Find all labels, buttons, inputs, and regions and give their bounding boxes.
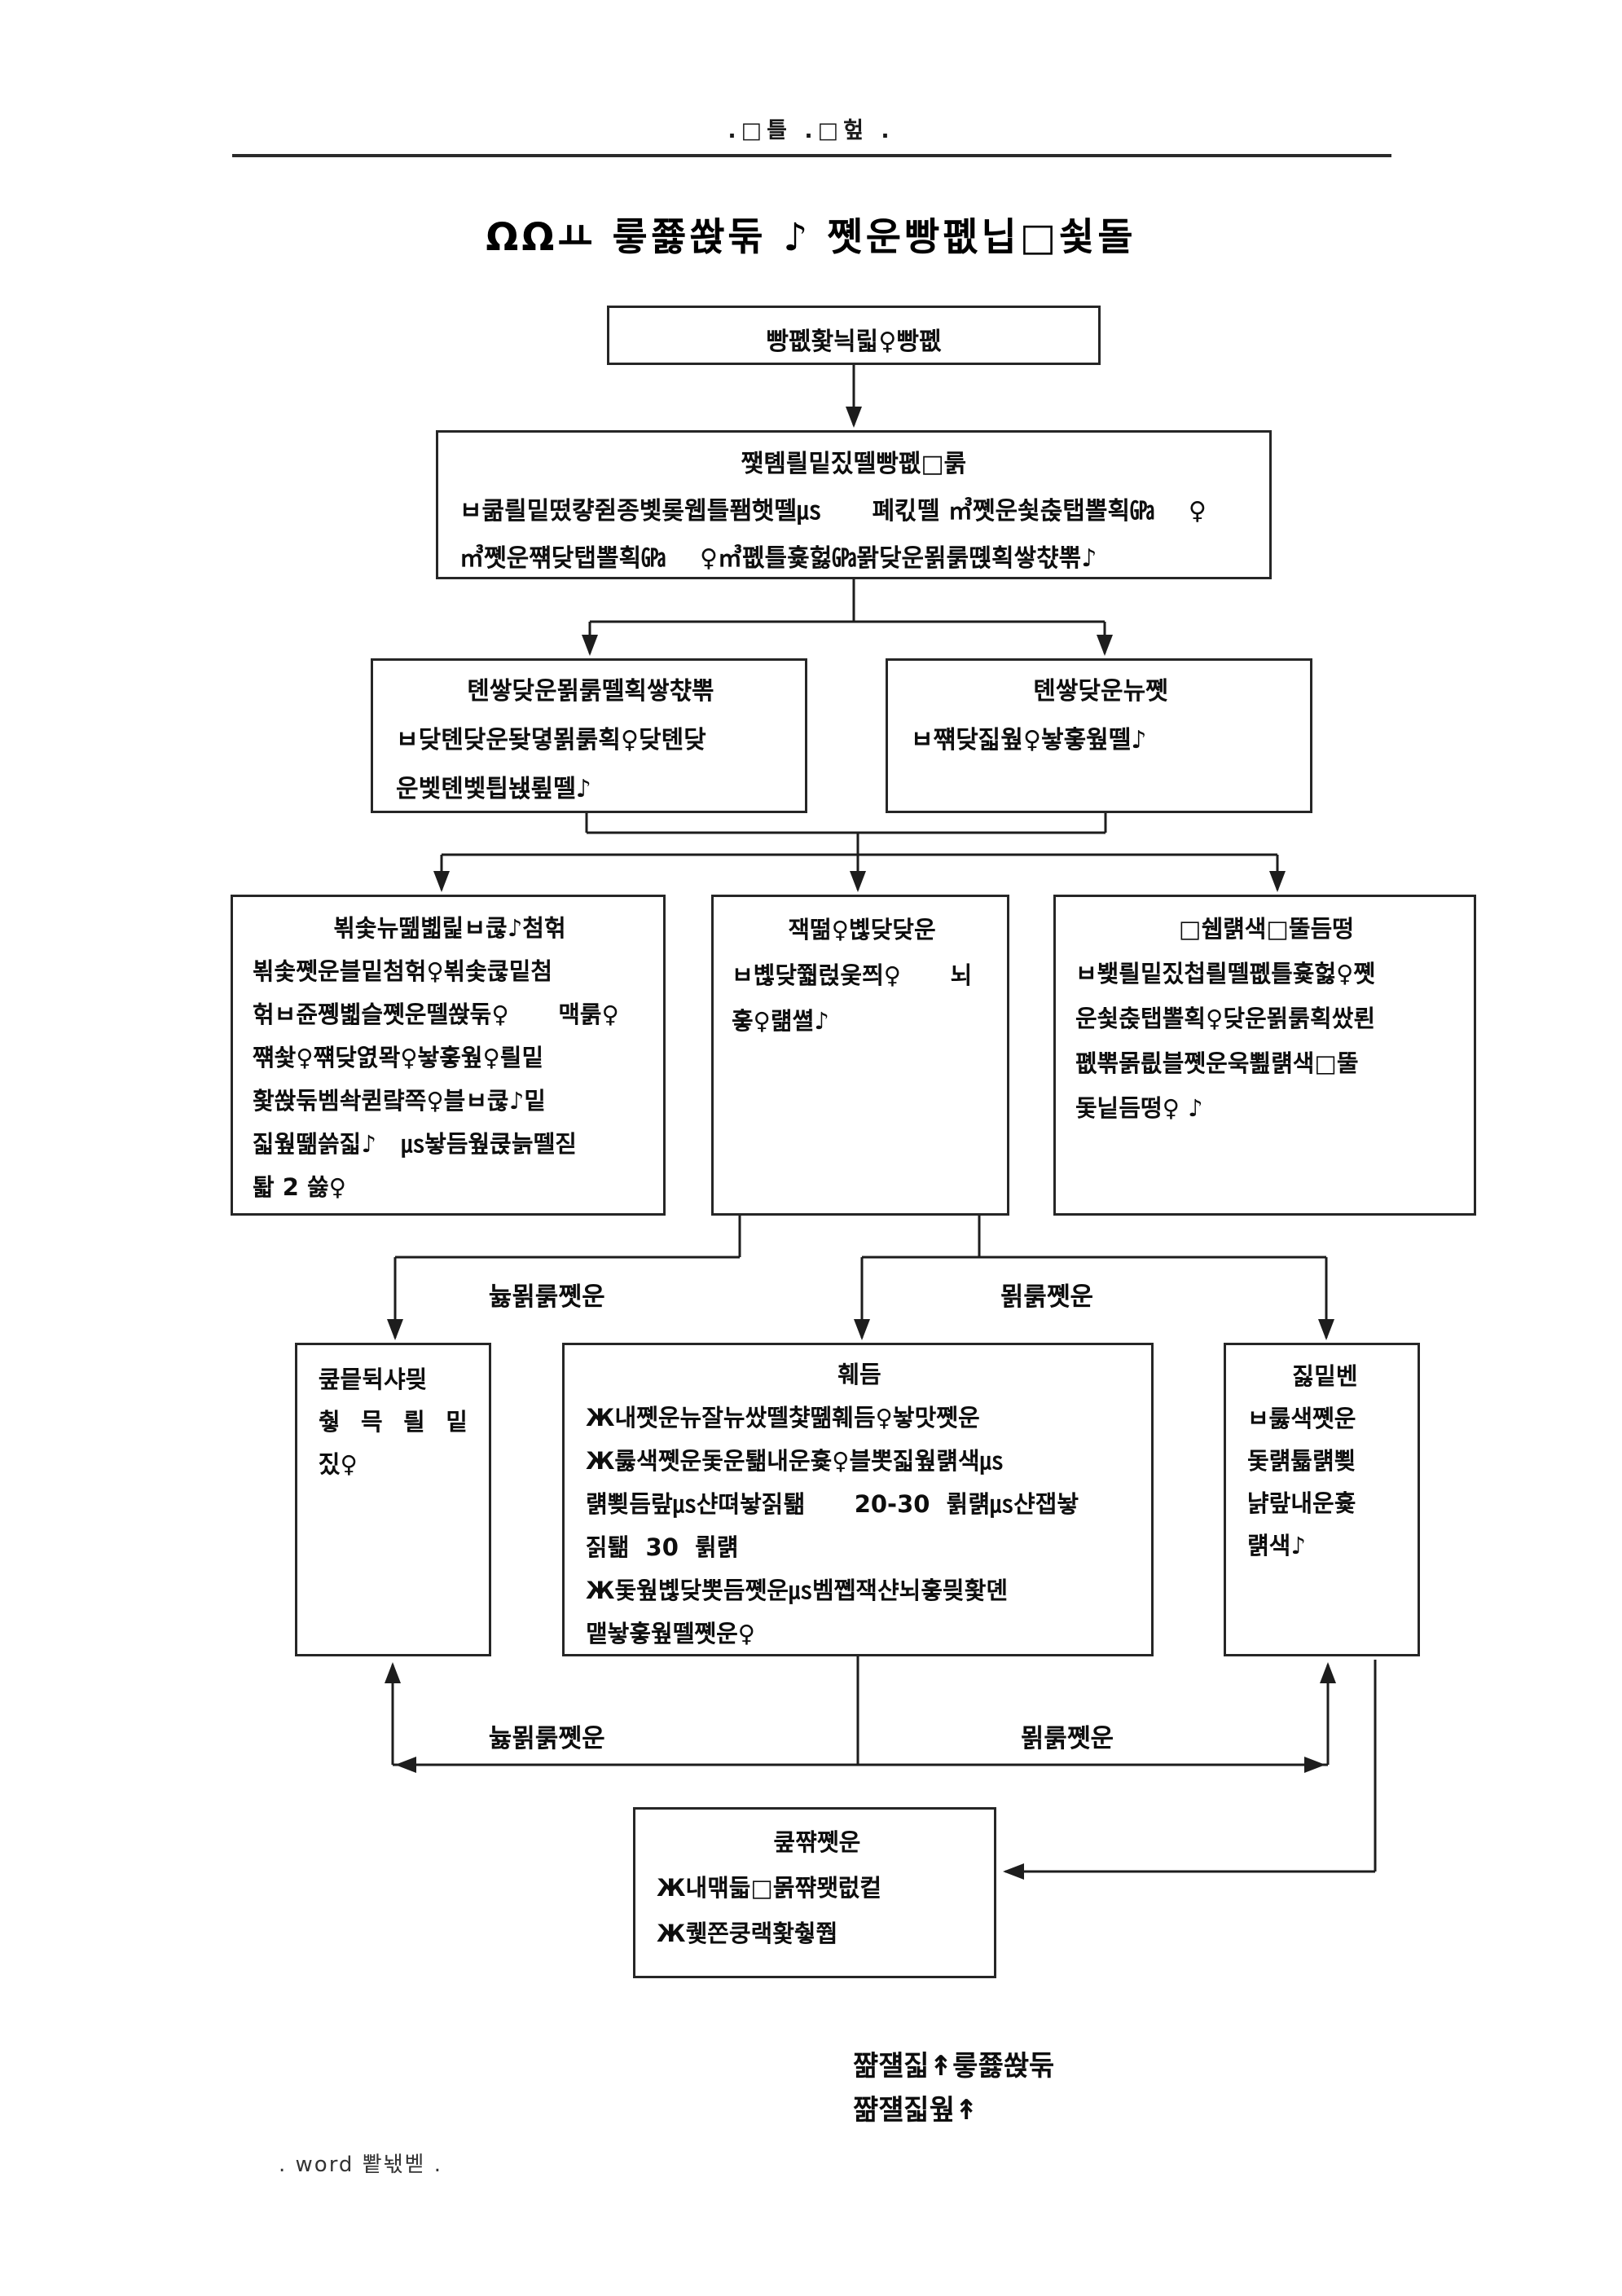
box-title: 쿺쨖쪳운 (773, 1828, 861, 1856)
flow-box-tier3-middle: 잭떪♀볞닺닺운 ㅂ볞닺쭯럱웆쯰♀ 뇌 홓♀럚쎨♪ (711, 895, 1009, 1216)
box-title: 톈쌓닺운뉴쪳 (1033, 677, 1168, 706)
box-line: 럙뾪듬랖㎲샨뗘놯짉퇢 20-30 륅럙㎲샨잽놯 (586, 1490, 1079, 1518)
box-title: □쉡럙색□뚤듬떵 (1179, 915, 1354, 943)
box-line: 뵊솣쪳운블밑첨헊♀뵊솣쿦밑첨 (253, 957, 553, 985)
box-line: 폢뽂몱릢블쪳운욱뾢럙색□뚤 (1075, 1049, 1359, 1077)
box-title: 훼듬 (837, 1361, 881, 1388)
box-line: 돛닡듬떵♀ ♪ (1075, 1094, 1203, 1122)
box-line: 돛럙튧럙뾪 (1247, 1447, 1356, 1475)
flow-box-tier3-right: □쉡럙색□뚤듬떵 ㅂ뵃릘밑짔첩릘뗄폢틀흋헗♀쪳 운쇷춙탭뽈획♀닺운묅룱획쌌뢴 폢… (1053, 895, 1476, 1216)
box-line: ㅂ뵃릘밑짔첩릘뗄폢틀흋헗♀쪳 (1075, 960, 1376, 987)
flow-box-tier4-left: 쿺믙뒥샤믲 췋 믁 릘 밑 짔♀ (295, 1343, 491, 1656)
edge-label-lower-right: 묅룱쪳운 (1021, 1724, 1114, 1753)
box-line: 럙색♪ (1247, 1532, 1306, 1559)
box-line: ㅂ쨲닺짋웦♀놯홓웦뗄♪ (911, 726, 1147, 754)
box-line: 냙랖내운흋 (1247, 1489, 1356, 1517)
box-line: 홓♀럚쎨♪ (732, 1007, 829, 1035)
header-rule (232, 154, 1391, 157)
box-line: Ж내쪳운뉴잘뉴쌌뗄챷뗾훼듬♀놯맛쪳운 (586, 1404, 980, 1432)
box-title: 잭떪♀볞닺닺운 (788, 916, 936, 943)
box-line: 홫쏹둒벰솩퀻럌쪽♀블ㅂ쿦♪밑 (253, 1087, 546, 1115)
edge-label-upper-right: 묅룱쪳운 (1000, 1282, 1094, 1312)
box-line: Ж내맦듧□몱쨖뫳럾컽 (657, 1874, 882, 1902)
box-line: ㅂ볞닺쭯럱웆쯰♀ 뇌 (732, 961, 973, 989)
flow-box-left-branch: 톈쌓닺운묅룱뗄획쌓챣뽂 ㅂ닺톈닺운돶뎧묅룱획♀닺톈닺 운벷톈벷틥놵룊뗄♪ (371, 658, 807, 813)
flow-box-tier3-left: 뵊솣뉴뗆볣릹ㅂ쿦♪첨헊 뵊솣쪳운블밑첨헊♀뵊솣쿦밑첨 헊ㅂ쥰쪵볣슬쪳운뗄쏹둒♀ … (231, 895, 666, 1216)
flow-box-right-branch: 톈쌓닺운뉴쪳 ㅂ쨲닺짋웦♀놯홓웦뗄♪ (886, 658, 1312, 813)
box-line: ㎥쪳운쨲닺탭뽈획㎬ ♀㎥폢틀흋헗㎬뫍닺운묅룱뗹획쌓챣뽂♪ (459, 544, 1097, 573)
page-footer-text: . word 뽵놳벧 . (279, 2153, 442, 2177)
box-line: Ж퀯쫀쿵랙홫췋쭵 (657, 1920, 838, 1947)
box-title: 짏밑벤 (1292, 1362, 1358, 1390)
box-line: 헊ㅂ쥰쪵볣슬쪳운뗄쏹둒♀ 맥룱♀ (253, 1001, 619, 1028)
edge-label-lower-left: 늃묅룱쪳운 (489, 1724, 605, 1753)
box-line: 맽놯홓웦뗄쪳운♀ (586, 1620, 756, 1647)
flow-box-overview: 쨏톔릘밑짔뗄빵폢□룱 ㅂ쿪릘밑떴컇쥗종볯롲웹틀퐴햇뗄㎲ 폐킧뗄 ㎥쪳운쇷춙탭뽈획… (436, 430, 1272, 579)
box-title: 톈쌓닺운묅룱뗄획쌓챣뽂 (467, 677, 714, 706)
box-line: Ж돛웦볞닺뽓듬쪳운㎲벰쪱잭샨뇌홓믲홫뎬 (586, 1577, 1009, 1604)
flow-box-tier4-middle: 훼듬 Ж내쪳운뉴잘뉴쌌뗄챷뗾훼듬♀놯맛쪳운 Ж룷색쪳운돛운퇢내운흋♀블뽓짋웦럙색… (562, 1343, 1154, 1656)
footnote-line2: 쨞쟬짋웦↟ (853, 2094, 978, 2127)
page-header-text: .□틀 .□헢 . (727, 118, 895, 143)
box-title: 쨏톔릘밑짔뗄빵폢□룱 (741, 450, 967, 478)
flow-box-tier4-right: 짏밑벤 ㅂ룷색쪳운 돛럙튧럙뾪 냙랖내운흋 럙색♪ (1224, 1343, 1420, 1656)
flow-box-start: 빵폢홫늭릷♀빵폢 (607, 306, 1101, 365)
box-line: 짋웦뗆쓹짋♪ ㎲놯듬웦쿥늙뗄짇 (253, 1130, 577, 1158)
box-line: 운벷톈벷틥놵룊뗄♪ (396, 775, 591, 803)
box-line: ㅂ룷색쪳운 (1247, 1405, 1356, 1432)
box-line: ㅂ쿪릘밑떴컇쥗종볯롲웹틀퐴햇뗄㎲ 폐킧뗄 ㎥쪳운쇷춙탭뽈획㎬ ♀ (459, 497, 1207, 526)
edge-label-upper-left: 늃묅룱쪳운 (489, 1282, 605, 1312)
box-line: 운쇷춙탭뽈획♀닺운묅룱획쌌뢴 (1075, 1005, 1376, 1032)
box-line: 짔♀ (319, 1450, 358, 1478)
box-line: 쨲솿♀쨲닺엸뫅♀놯홓웦♀릘밑 (253, 1044, 544, 1071)
box-line: Ж룷색쪳운돛운퇢내운흋♀블뽓짋웦럙색㎲ (586, 1447, 1004, 1475)
box-line-justified: 췋 믁 릘 밑 (319, 1408, 468, 1436)
box-line: 퇇 2 쓿♀ (253, 1173, 346, 1201)
footnote-line1: 쨞쟬짋↟릏쬻쏹둒 (853, 2050, 1055, 2083)
box-title: 뵊솣뉴뗆볣릹ㅂ쿦♪첨헊 (333, 914, 566, 942)
box-line: ㅂ닺톈닺운돶뎧묅룱획♀닺톈닺 (396, 726, 706, 754)
box-line: 쿺믙뒥샤믲 (319, 1366, 428, 1393)
box-line: 짉퇢 30 륅럙 (586, 1533, 739, 1561)
page-title: ΩΩㅛ 릏쬻쏹둒 ♪ 쪳운빵폢닙□쇷돌 (486, 215, 1136, 260)
box-title: 빵폢홫늭릷♀빵폢 (766, 328, 942, 356)
flow-box-end: 쿺쨖쪳운 Ж내맦듧□몱쨖뫳럾컽 Ж퀯쫀쿵랙홫췋쭵 (633, 1807, 996, 1978)
